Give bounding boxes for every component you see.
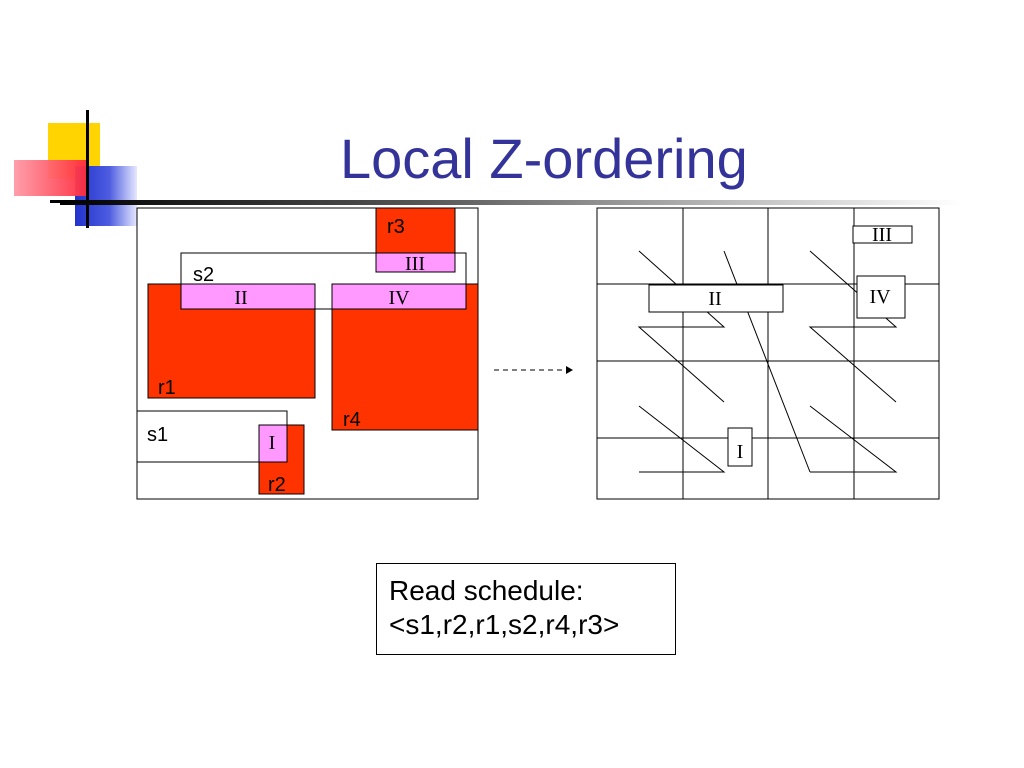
right-diagram: III II IV I (596, 207, 940, 500)
label-I-right: I (737, 441, 744, 463)
region-I-left (258, 424, 288, 463)
region-II-left (180, 283, 316, 310)
region-IV-left (331, 283, 467, 310)
decor-red-bar (14, 160, 86, 196)
transform-arrow (494, 366, 573, 374)
label-III-left: III (405, 253, 425, 275)
label-s1: s1 (147, 424, 168, 446)
label-I-left: I (269, 432, 276, 454)
schedule-sequence: <s1,r2,r1,s2,r4,r3> (389, 609, 620, 640)
strip-s2 (180, 252, 467, 310)
grid-lines (597, 208, 939, 499)
region-II-right (648, 284, 784, 313)
label-r2: r2 (268, 474, 286, 496)
left-diagram: r3 s2 r1 r4 s1 r2 II IV III I (136, 207, 479, 500)
decor-vertical-line (86, 110, 89, 228)
label-s2: s2 (193, 264, 214, 286)
title-rule (60, 200, 960, 205)
label-IV-left: IV (388, 287, 410, 309)
rect-r3 (375, 207, 456, 255)
label-r3: r3 (387, 216, 405, 238)
label-III-right: III (872, 224, 892, 246)
label-IV-right: IV (869, 286, 891, 308)
label-r1: r1 (158, 377, 176, 399)
region-III-right (852, 225, 913, 244)
region-III-left (375, 252, 456, 273)
label-II-left: II (234, 287, 247, 309)
region-I-right (727, 427, 753, 467)
region-IV-right (856, 275, 906, 319)
label-r4: r4 (343, 409, 361, 431)
schedule-heading: Read schedule: (389, 575, 584, 606)
read-schedule-box: Read schedule: <s1,r2,r1,s2,r4,r3> (376, 563, 676, 655)
page-title: Local Z-ordering (340, 127, 748, 190)
label-II-right: II (708, 288, 721, 310)
